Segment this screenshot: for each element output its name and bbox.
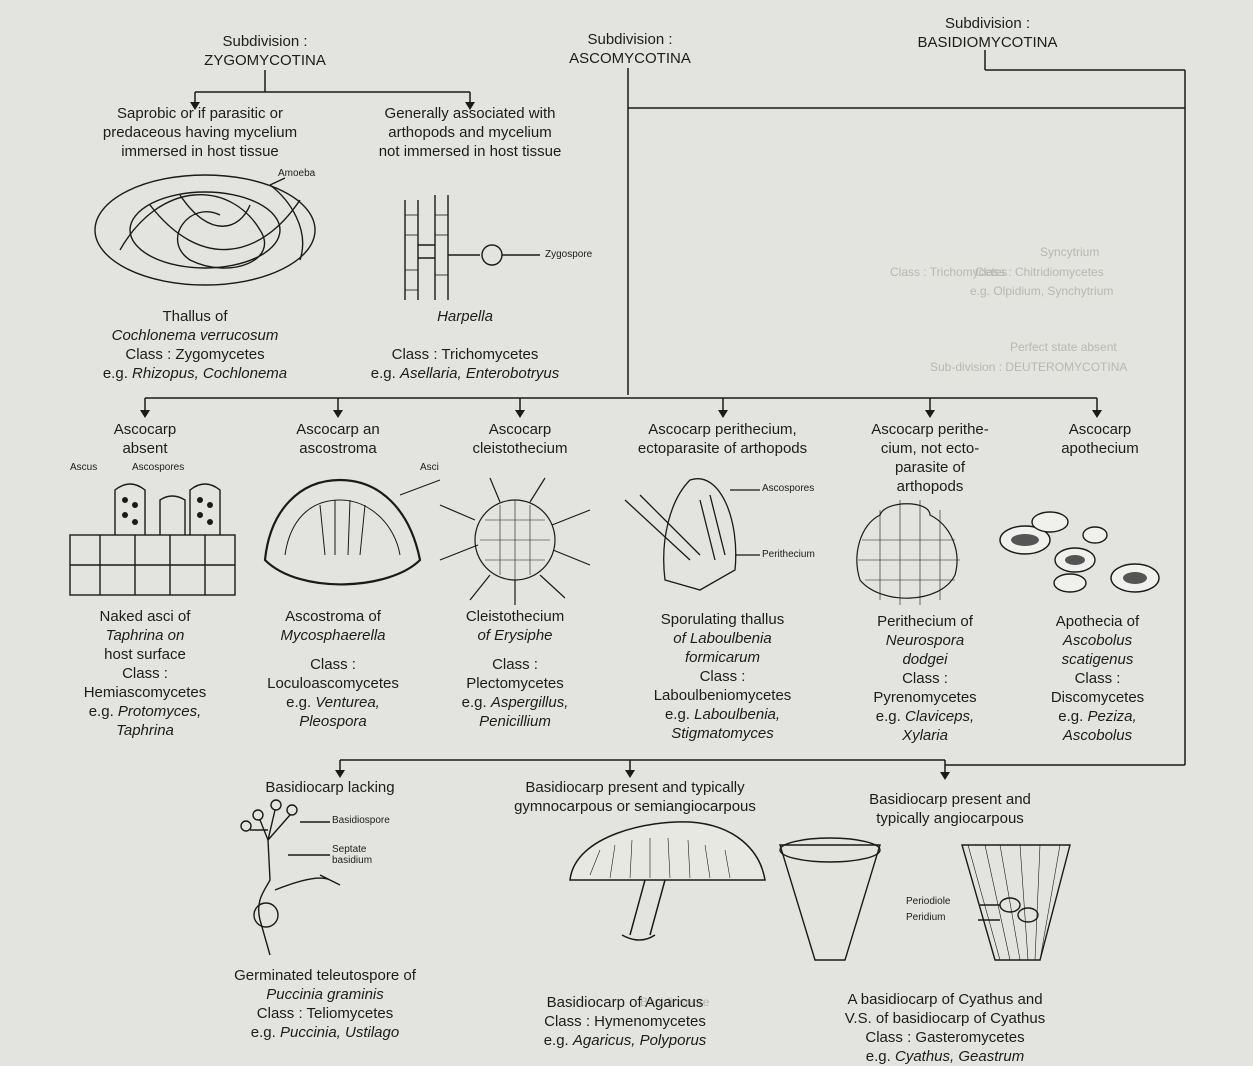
basidio-caption-agaricus: Basidiocarp of Agaricus Class : Hymenomy… (505, 993, 745, 1050)
asco-heading-perithecium-ecto: Ascocarp perithecium,ectoparasite of art… (605, 420, 840, 458)
harpella-drawing (405, 195, 540, 300)
basidio-caption-cyathus: A basidiocarp of Cyathus and V.S. of bas… (800, 990, 1090, 1066)
taphrina-drawing (70, 484, 235, 595)
septate-basidium-label: Septate basidium (332, 844, 372, 866)
agaricus-drawing (570, 822, 765, 940)
ascospores-label: Ascospores (132, 462, 184, 473)
asco-caption-ascobolus: Apothecia of Ascobolus scatigenus Class … (1020, 612, 1175, 745)
perithecium-drawing (857, 500, 960, 605)
subdivision-basidiomycotina: Subdivision :BASIDIOMYCOTINA (880, 14, 1095, 52)
asco-caption-mycosphaerella: Ascostroma of Mycosphaerella Class : Loc… (238, 607, 428, 731)
basidiospore-label: Basidiospore (332, 815, 390, 826)
apothecia-drawing (1000, 512, 1159, 592)
asci-label: Asci (420, 462, 439, 473)
periodiole-label: Periodiole (906, 896, 950, 907)
subdivision-ascomycotina: Subdivision :ASCOMYCOTINA (540, 30, 720, 68)
asco-caption-laboulbenia: Sporulating thallus of Laboulbenia formi… (615, 610, 830, 743)
ascospores-label: Ascospores (762, 483, 814, 494)
basidio-heading-lacking: Basidiocarp lacking (230, 778, 430, 797)
peridium-label: Peridium (906, 912, 945, 923)
perithecium-label: Perithecium (762, 549, 815, 560)
cochlonema-drawing (95, 175, 315, 285)
subdivision-zygomycotina: Subdivision :ZYGOMYCOTINA (165, 32, 365, 70)
harpella-caption: Harpella Class : Trichomycetes e.g. Asel… (330, 307, 600, 383)
amoeba-label: Amoeba (278, 168, 315, 179)
zygo-right-description: Generally associated with arthopods and … (340, 104, 600, 161)
zygospore-label: Zygospore (545, 249, 592, 260)
asco-heading-perithecium: Ascocarp perithe-cium, not ecto- parasit… (845, 420, 1015, 496)
cleistothecium-drawing (440, 478, 590, 605)
zygo-left-description: Saprobic or if parasitic or predaceous h… (60, 104, 340, 161)
laboulbenia-drawing (625, 479, 760, 590)
asco-caption-erysiphe: Cleistothecium of Erysiphe Class : Plect… (430, 607, 600, 731)
cochlonema-caption: Thallus of Cochlonema verrucosum Class :… (60, 307, 330, 383)
asco-caption-neurospora: Perithecium of Neurospora dodgei Class :… (840, 612, 1010, 745)
asco-caption-taphrina: Naked asci of Taphrina on host surface C… (50, 607, 240, 740)
ascostroma-drawing (265, 480, 440, 584)
basidio-caption-puccinia: Germinated teleutospore of Puccinia gram… (190, 966, 460, 1042)
puccinia-drawing (241, 800, 340, 955)
ascus-label: Ascus (70, 462, 97, 473)
